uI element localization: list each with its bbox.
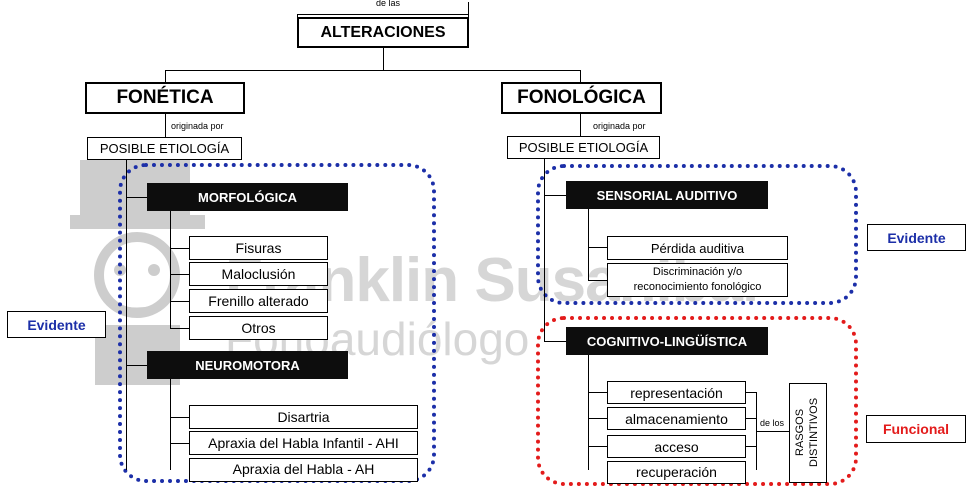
- top-connector-line-right: [468, 2, 469, 18]
- fonologica-evidente-region: [536, 164, 858, 305]
- fonetica-evidente-tag: Evidente: [7, 311, 106, 338]
- rasgos-bracket-top: [746, 392, 756, 393]
- morph-branch-1: [170, 248, 189, 249]
- rasgos-bracket-mid2: [746, 446, 756, 447]
- fonetica-connector-label: originada por: [171, 121, 224, 131]
- fonologica-spine: [544, 159, 545, 342]
- cognitiva-branch-1: [588, 392, 607, 393]
- morph-item-fisuras: Fisuras: [189, 236, 328, 260]
- root-node: ALTERACIONES: [297, 17, 469, 48]
- morph-branch-4: [170, 328, 189, 329]
- sensorial-branch-2: [588, 280, 607, 281]
- cognitiva-item-representacion: representación: [607, 381, 746, 404]
- cognitiva-branch-3: [588, 446, 607, 447]
- cognitiva-connector: [544, 341, 566, 342]
- morfologica-node: MORFOLÓGICA: [147, 183, 348, 211]
- fonologica-etiology-box: POSIBLE ETIOLOGÍA: [507, 136, 660, 159]
- sensorial-item-discriminacion: Discriminación y/o reconocimiento fonoló…: [607, 263, 788, 297]
- rasgos-bracket-mid: [746, 418, 756, 419]
- cognitiva-stem: [588, 355, 589, 470]
- fonologica-stem: [580, 114, 581, 137]
- fonologica-evidente-tag: Evidente: [867, 224, 966, 251]
- fonetica-etiology-box: POSIBLE ETIOLOGÍA: [87, 137, 242, 160]
- fonologica-funcional-tag: Funcional: [866, 415, 966, 443]
- cognitiva-item-recuperacion: recuperación: [607, 461, 746, 484]
- sensorial-connector: [544, 195, 566, 196]
- top-connector-label: de las: [375, 0, 401, 8]
- fonologica-connector-label: originada por: [593, 121, 646, 131]
- neuromotora-stem: [170, 379, 171, 470]
- sensorial-stem: [588, 209, 589, 280]
- morph-item-otros: Otros: [189, 316, 328, 340]
- fonetica-stem: [165, 114, 166, 137]
- sensorial-branch-1: [588, 247, 607, 248]
- neuro-item-disartria: Disartria: [189, 405, 418, 429]
- top-connector-line: [297, 14, 469, 15]
- cognitiva-node: COGNITIVO-LINGÜÍSTICA: [566, 327, 768, 355]
- neuro-branch-1: [170, 417, 189, 418]
- sensorial-item-perdida: Pérdida auditiva: [607, 236, 788, 260]
- branch-horizontal: [165, 70, 580, 71]
- morph-item-maloclusion: Maloclusión: [189, 262, 328, 286]
- fonologica-node: FONOLÓGICA: [501, 82, 662, 114]
- rasgos-connector-line: [756, 431, 789, 432]
- fonetica-node: FONÉTICA: [85, 82, 245, 114]
- morph-item-frenillo: Frenillo alterado: [189, 289, 328, 313]
- neuro-item-ahi: Apraxia del Habla Infantil - AHI: [189, 431, 418, 455]
- branch-left-drop: [165, 70, 166, 83]
- morph-branch-2: [170, 274, 189, 275]
- sensorial-node: SENSORIAL AUDITIVO: [566, 181, 768, 209]
- cognitiva-branch-2: [588, 418, 607, 419]
- fonetica-spine: [126, 160, 127, 470]
- morfologica-stem: [170, 211, 171, 329]
- morfologica-connector: [126, 197, 147, 198]
- discriminacion-label: Discriminación y/o reconocimiento fonoló…: [633, 266, 762, 293]
- rasgos-distintivos-label: RASGOS DISTINTIVOS: [794, 397, 820, 467]
- cognitiva-item-acceso: acceso: [607, 435, 746, 458]
- neuromotora-node: NEUROMOTORA: [147, 351, 348, 379]
- rasgos-connector-label: de los: [760, 418, 785, 428]
- neuro-item-ah: Apraxia del Habla - AH: [189, 458, 418, 482]
- neuromotora-connector: [126, 365, 147, 366]
- morph-branch-3: [170, 301, 189, 302]
- rasgos-distintivos-box: RASGOS DISTINTIVOS: [789, 383, 827, 483]
- cognitiva-item-almacenamiento: almacenamiento: [607, 407, 746, 430]
- top-connector-line-left: [297, 14, 298, 18]
- root-stem: [383, 48, 384, 70]
- neuro-branch-2: [170, 443, 189, 444]
- branch-right-drop: [580, 70, 581, 83]
